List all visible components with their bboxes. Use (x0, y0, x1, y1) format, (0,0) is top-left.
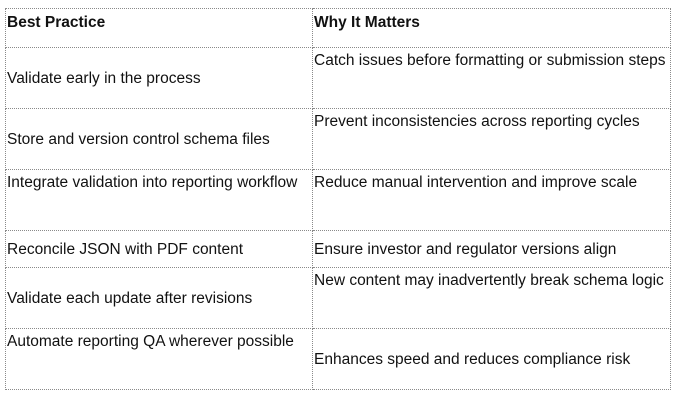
table-row: Reconcile JSON with PDF content Ensure i… (5, 230, 671, 268)
table-row: Integrate validation into reporting work… (5, 169, 671, 231)
why-it-matters-cell: Ensure investor and regulator versions a… (312, 230, 671, 268)
header-why-it-matters: Why It Matters (312, 8, 671, 48)
best-practices-table: Best Practice Why It Matters Validate ea… (5, 8, 671, 390)
why-it-matters-cell: Reduce manual intervention and improve s… (312, 169, 671, 231)
table-row: Validate early in the process Catch issu… (5, 47, 671, 109)
table-row: Store and version control schema files P… (5, 108, 671, 170)
why-it-matters-cell: Prevent inconsistencies across reporting… (312, 108, 671, 170)
header-best-practice: Best Practice (5, 8, 313, 48)
best-practice-cell: Reconcile JSON with PDF content (5, 230, 313, 268)
best-practice-cell: Automate reporting QA wherever possible (5, 328, 313, 390)
table-row: Automate reporting QA wherever possible … (5, 328, 671, 390)
why-it-matters-cell: New content may inadvertently break sche… (312, 267, 671, 329)
table-row: Validate each update after revisions New… (5, 267, 671, 329)
best-practice-cell: Validate early in the process (5, 47, 313, 109)
table-header-row: Best Practice Why It Matters (5, 8, 671, 48)
why-it-matters-cell: Enhances speed and reduces compliance ri… (312, 328, 671, 390)
best-practice-cell: Integrate validation into reporting work… (5, 169, 313, 231)
best-practice-cell: Store and version control schema files (5, 108, 313, 170)
why-it-matters-cell: Catch issues before formatting or submis… (312, 47, 671, 109)
best-practice-cell: Validate each update after revisions (5, 267, 313, 329)
